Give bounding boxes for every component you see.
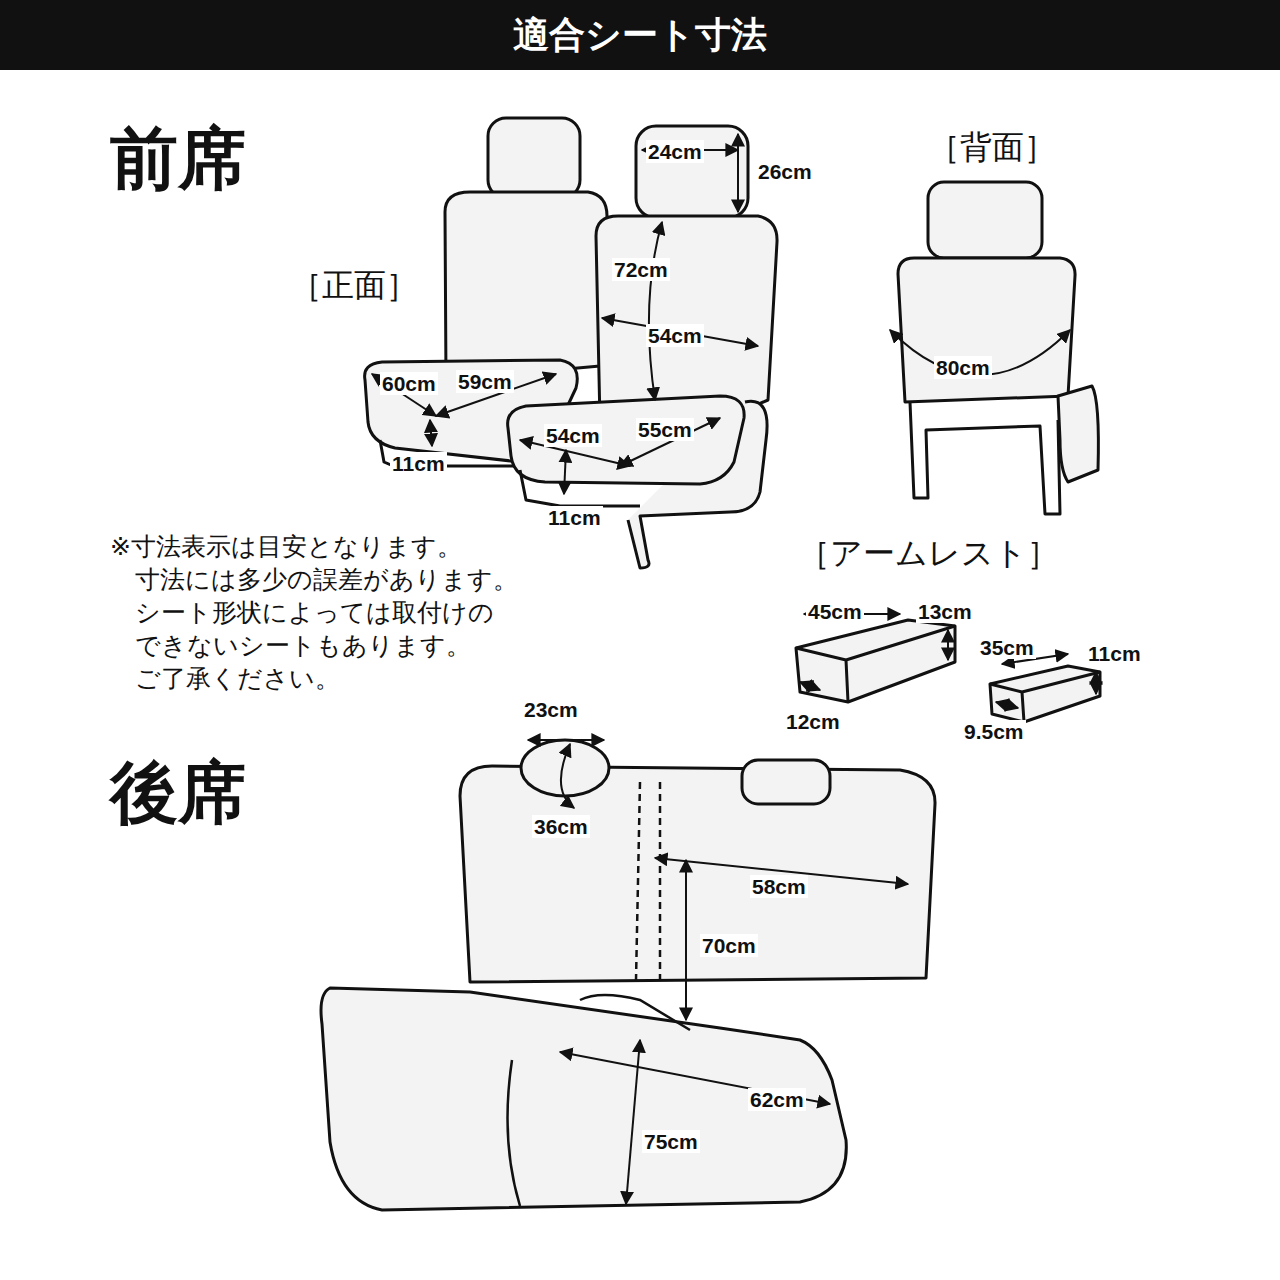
dimension: 9.5cm (962, 720, 1026, 743)
title-text: 適合シート寸法 (0, 0, 1280, 70)
dimension: 36cm (532, 815, 590, 838)
dimension: 35cm (978, 636, 1036, 659)
dimension: 55cm (636, 418, 694, 441)
view-label: ［アームレスト］ (796, 536, 1061, 571)
dimension: 70cm (700, 934, 758, 957)
dimension: 26cm (756, 160, 814, 183)
dimension: 24cm (646, 140, 704, 163)
section-heading: 前席 (108, 122, 248, 197)
view-label: ［背面］ (926, 130, 1058, 165)
dimension: 11cm (1086, 642, 1143, 665)
dimension: 58cm (750, 875, 808, 898)
section-heading: 後席 (108, 756, 248, 831)
note-text: ※寸法表示は目安となります。 寸法には多少の誤差があります。 シート形状によって… (110, 530, 657, 695)
dimension: 11cm (546, 506, 603, 529)
dimension: 11cm (390, 452, 447, 475)
dimension: 59cm (456, 370, 514, 393)
dimension: 13cm (916, 600, 974, 623)
dimension: 23cm (522, 698, 580, 721)
view-label: ［正面］ (288, 268, 420, 303)
dimension: 12cm (784, 710, 842, 733)
dimension: 62cm (748, 1088, 806, 1111)
dimension: 54cm (544, 424, 602, 447)
dimension: 60cm (380, 372, 438, 395)
dimension: 72cm (612, 258, 670, 281)
dimension: 54cm (646, 324, 704, 347)
dimension: 75cm (642, 1130, 700, 1153)
dimension: 80cm (934, 356, 992, 379)
dimension: 45cm (806, 600, 864, 623)
